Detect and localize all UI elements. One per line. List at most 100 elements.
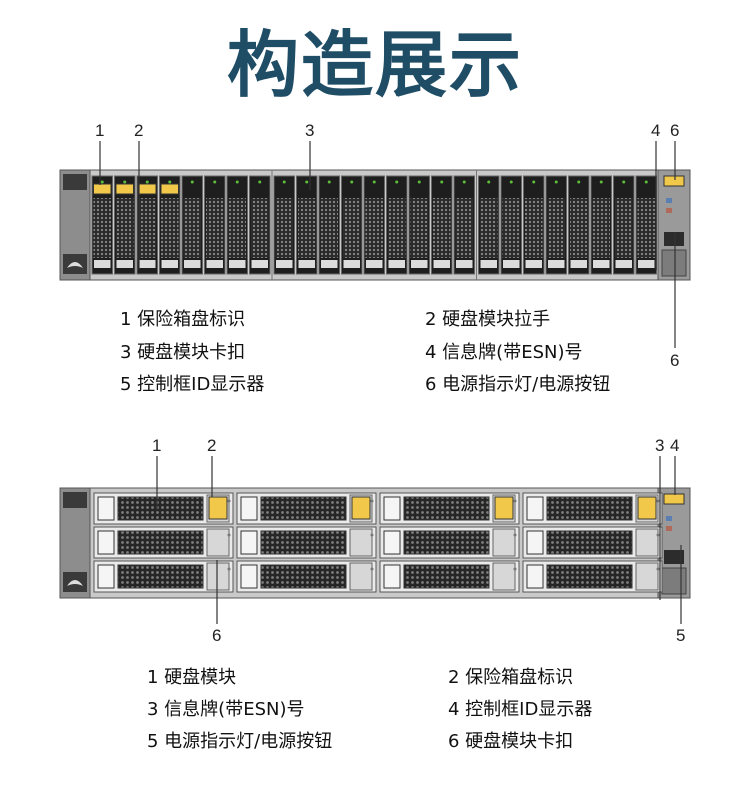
vault-warning-icon — [93, 183, 112, 195]
drive-latch — [388, 260, 405, 268]
drive-grille — [117, 564, 204, 589]
drive-latch — [433, 260, 450, 268]
callout-label: 1 — [152, 436, 162, 455]
legend-item: 1 硬盘模块 — [147, 667, 237, 688]
drive-handle — [526, 496, 544, 521]
drive-led-icon — [395, 180, 399, 184]
callout-label: 2 — [207, 436, 217, 455]
drive-grille — [547, 198, 565, 258]
drive-grille — [615, 198, 633, 258]
drive-led-icon — [513, 533, 517, 537]
drive-led-icon — [145, 180, 149, 184]
drive-led-icon — [577, 180, 581, 184]
drive-led-icon — [372, 180, 376, 184]
drive-led-icon — [532, 180, 536, 184]
drive-led-icon — [370, 533, 374, 537]
drive-handle — [383, 496, 401, 521]
drive-led-icon — [599, 180, 603, 184]
drive-led-icon — [282, 180, 286, 184]
drive-led-icon — [100, 180, 104, 184]
drive-latch — [349, 528, 373, 557]
drive-latch — [229, 260, 246, 268]
vault-warning-icon — [351, 496, 371, 520]
callout-label: 4 — [670, 436, 680, 455]
callout-label: 1 — [95, 121, 105, 140]
drive-latch — [492, 562, 516, 591]
vault-warning-icon — [637, 496, 657, 520]
drive-grille — [403, 496, 490, 521]
drive-led-icon — [487, 180, 491, 184]
drive-handle — [526, 564, 544, 589]
vault-warning-icon — [138, 183, 157, 195]
drive-latch — [349, 562, 373, 591]
legend-item: 6 电源指示灯/电源按钮 — [425, 374, 611, 395]
drive-grille — [592, 198, 610, 258]
drive-grille — [480, 198, 498, 258]
huawei-logo-icon — [67, 580, 83, 586]
drive-latch — [116, 260, 133, 268]
drive-led-icon — [327, 180, 331, 184]
status-led-icon — [666, 208, 672, 213]
drive-latch — [298, 260, 315, 268]
drive-grille — [228, 198, 246, 258]
drive-latch — [593, 260, 610, 268]
status-led-icon — [666, 516, 672, 521]
drive-grille — [343, 198, 361, 258]
drive-led-icon — [440, 180, 444, 184]
drive-grille — [455, 198, 473, 258]
status-led-icon — [666, 526, 672, 531]
drive-handle — [240, 564, 258, 589]
drive-led-icon — [370, 567, 374, 571]
drive-led-icon — [656, 499, 660, 503]
drive-handle — [240, 496, 258, 521]
drive-grille — [637, 198, 655, 258]
id-display-icon — [663, 175, 685, 187]
drive-led-icon — [509, 180, 513, 184]
callout-label: 6 — [670, 351, 680, 370]
drive-latch — [276, 260, 293, 268]
drive-led-icon — [554, 180, 558, 184]
drive-grille — [298, 198, 316, 258]
drive-led-icon — [350, 180, 354, 184]
drive-latch — [525, 260, 542, 268]
drive-grille — [525, 198, 543, 258]
drive-latch — [635, 562, 659, 591]
drive-latch — [139, 260, 156, 268]
drive-latch — [366, 260, 383, 268]
drive-latch — [206, 528, 230, 557]
drive-grille — [183, 198, 201, 258]
drive-grille — [260, 564, 347, 589]
drive-led-icon — [258, 180, 262, 184]
drive-latch — [638, 260, 655, 268]
drive-latch — [321, 260, 338, 268]
legend-item: 6 硬盘模块卡扣 — [448, 731, 574, 752]
drive-grille — [546, 496, 633, 521]
drive-grille — [388, 198, 406, 258]
power-button-icon — [664, 550, 684, 564]
drive-led-icon — [227, 567, 231, 571]
drive-latch — [343, 260, 360, 268]
legend-item: 2 保险箱盘标识 — [448, 667, 574, 688]
drive-grille — [410, 198, 428, 258]
vault-warning-icon — [494, 496, 514, 520]
drive-led-icon — [656, 567, 660, 571]
drive-led-icon — [417, 180, 421, 184]
brand-plate — [63, 174, 87, 190]
drive-grille — [570, 198, 588, 258]
drive-handle — [383, 564, 401, 589]
drive-grille — [138, 198, 156, 258]
drive-led-icon — [235, 180, 239, 184]
drive-led-icon — [213, 180, 217, 184]
vault-warning-icon — [115, 183, 134, 195]
brand-plate — [63, 492, 87, 508]
huawei-logo-icon — [67, 262, 83, 268]
status-led-icon — [666, 198, 672, 203]
drive-handle — [97, 564, 115, 589]
drive-grille — [161, 198, 179, 258]
drive-grille — [365, 198, 383, 258]
drive-grille — [502, 198, 520, 258]
vault-warning-icon — [160, 183, 179, 195]
drive-latch — [635, 528, 659, 557]
esn-tag-icon — [661, 249, 687, 277]
drive-led-icon — [513, 499, 517, 503]
